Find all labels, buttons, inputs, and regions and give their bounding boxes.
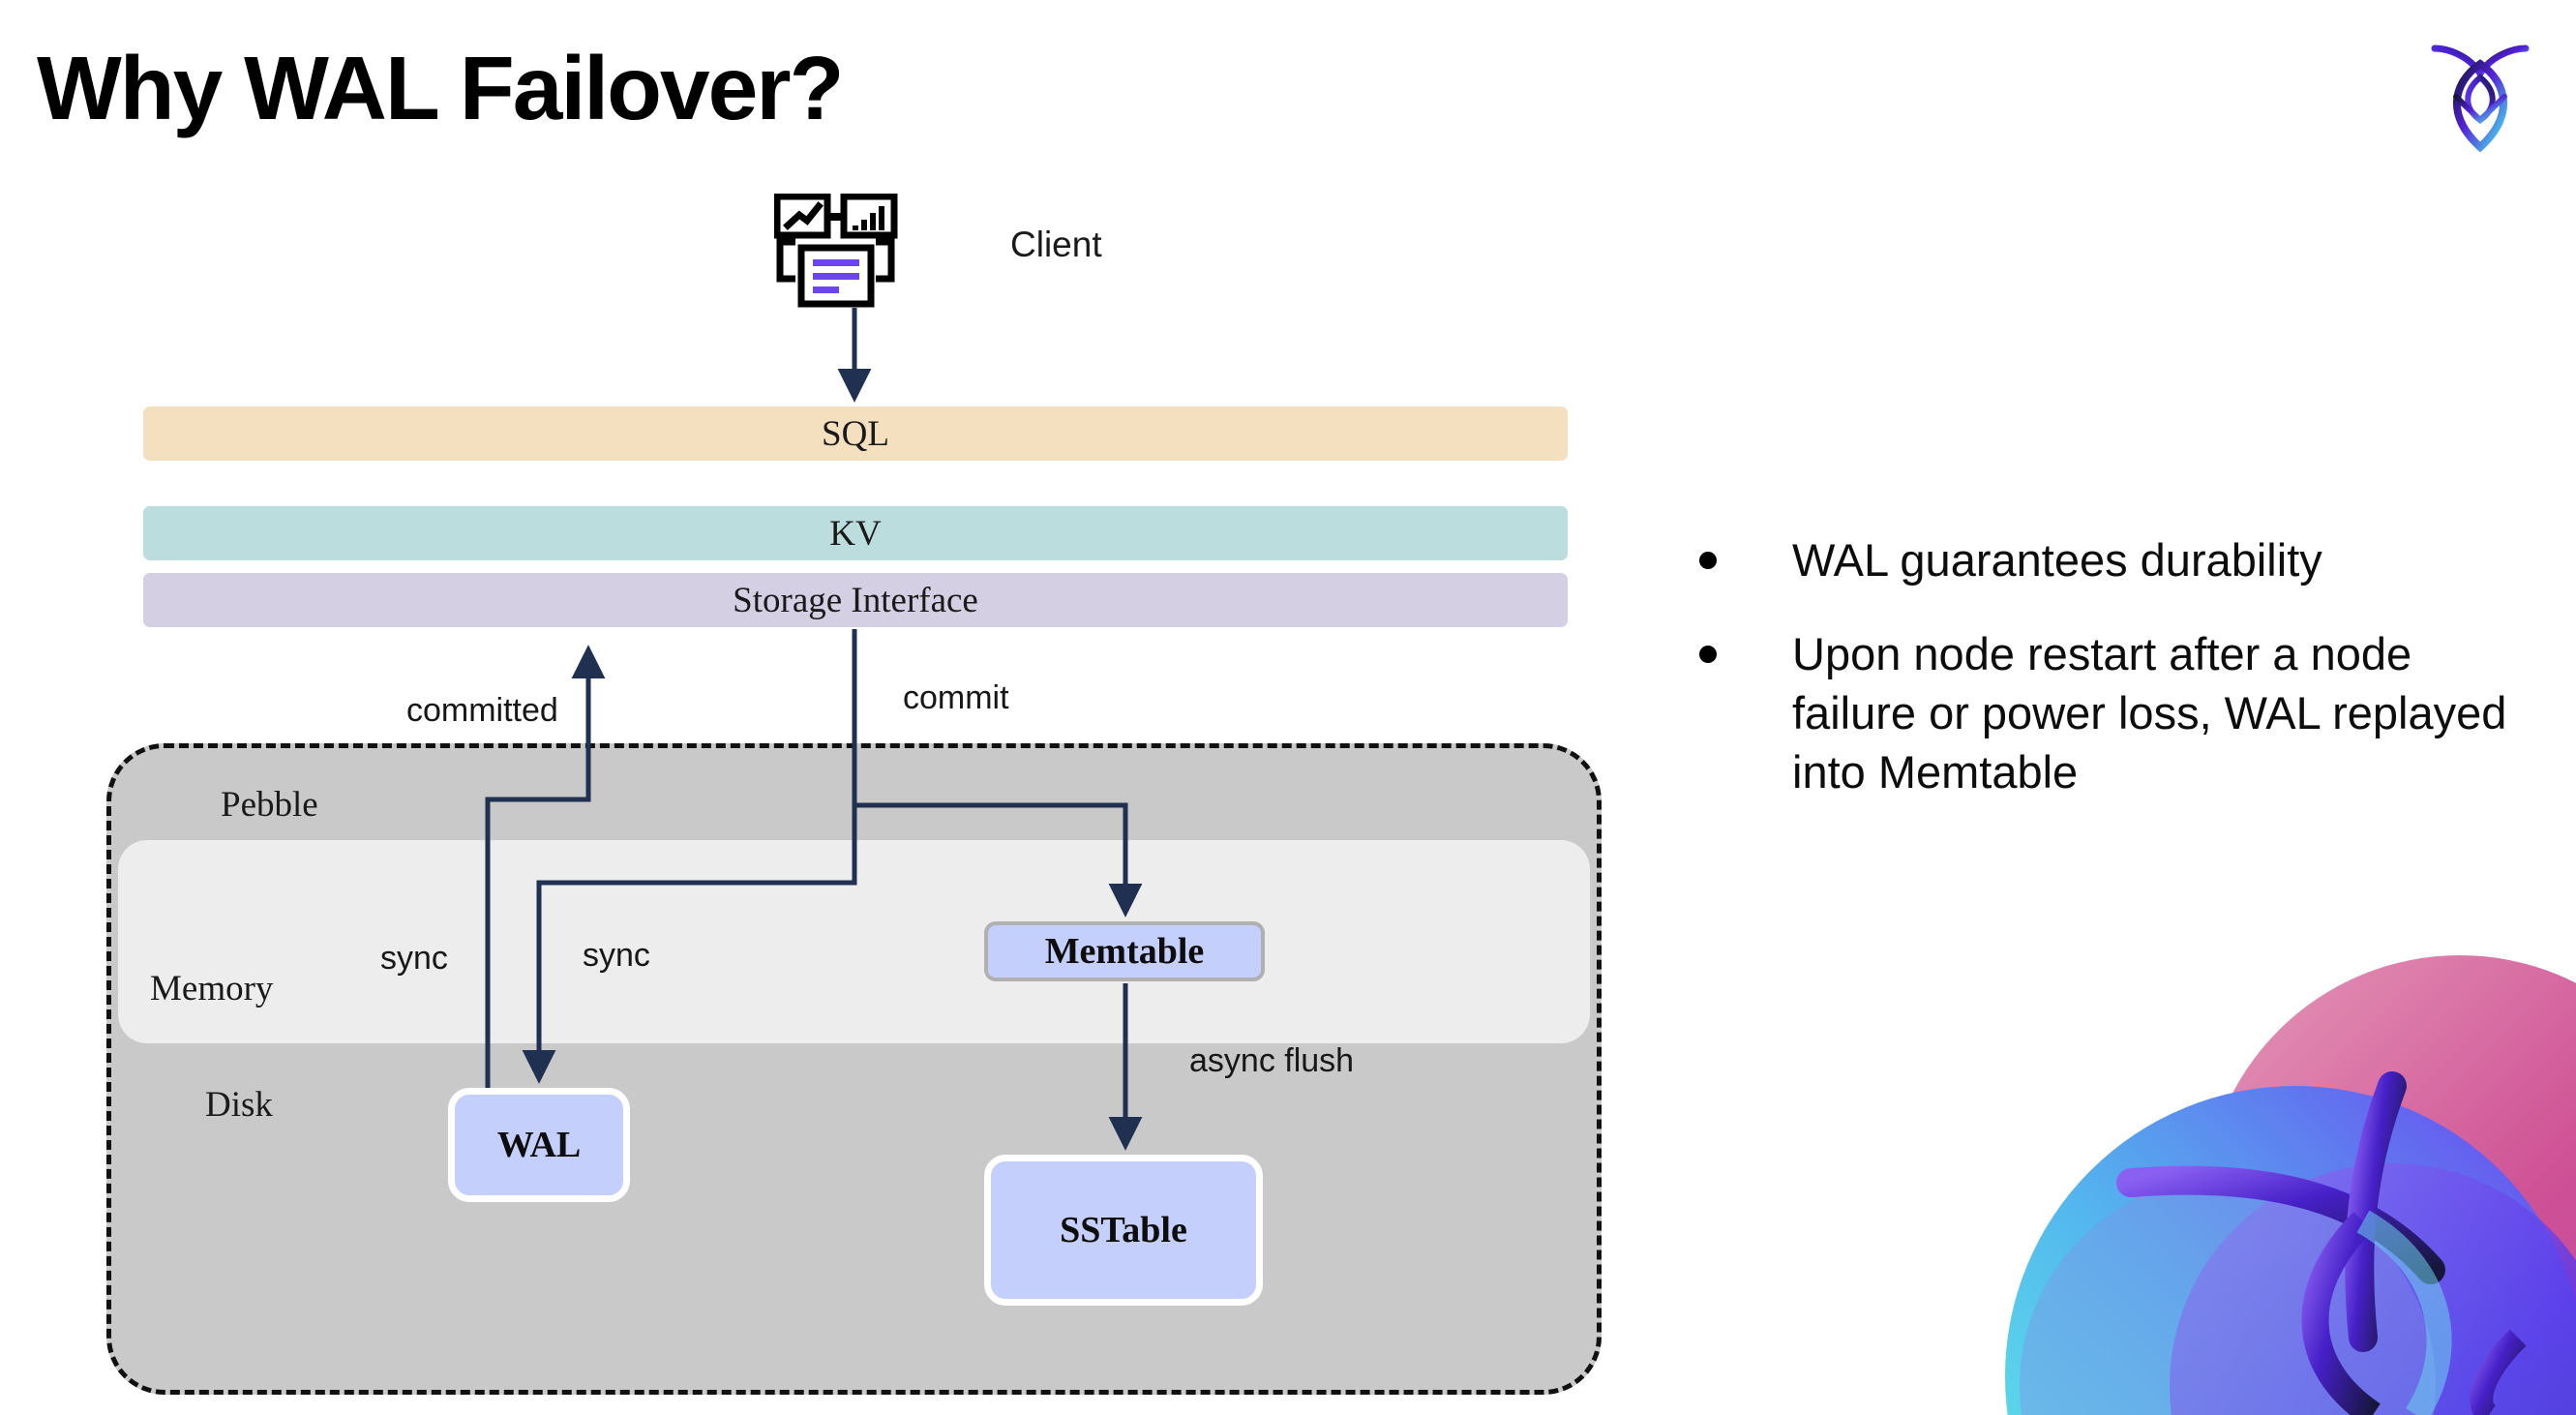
page-title: Why WAL Failover? [37,38,844,138]
layer-bar-sql: SQL [143,406,1568,461]
node-sstable: SSTable [984,1155,1263,1306]
memory-band [118,840,1590,1043]
layer-bar-storage-interface: Storage Interface [143,573,1568,627]
architecture-diagram: Client SQL KV Storage Interface Pebble M… [106,193,1602,1395]
list-item: WAL guarantees durability [1699,530,2522,589]
layer-bar-kv: KV [143,506,1568,560]
bullet-text: Upon node restart after a node failure o… [1792,628,2507,798]
edge-label-commit: commit [903,679,1009,716]
list-item: Upon node restart after a node failure o… [1699,624,2522,801]
bullet-list: WAL guarantees durability Upon node rest… [1699,530,2522,836]
cockroach-watermark [1976,931,2576,1415]
client-dashboard-icon [773,193,929,310]
edge-label-sync-1: sync [380,940,448,977]
memory-label: Memory [150,969,274,1009]
node-wal: WAL [448,1088,630,1202]
edge-label-committed: committed [406,692,558,729]
client-label: Client [1010,225,1102,264]
bullet-dot-icon [1699,646,1717,664]
pebble-label: Pebble [221,785,318,825]
bullet-dot-icon [1699,552,1717,569]
edge-label-sync-2: sync [583,937,650,974]
node-memtable: Memtable [984,921,1265,981]
edge-label-async-flush: async flush [1189,1042,1355,1079]
cockroach-logo [2417,27,2543,153]
bullet-text: WAL guarantees durability [1792,534,2322,586]
disk-label: Disk [205,1085,273,1125]
